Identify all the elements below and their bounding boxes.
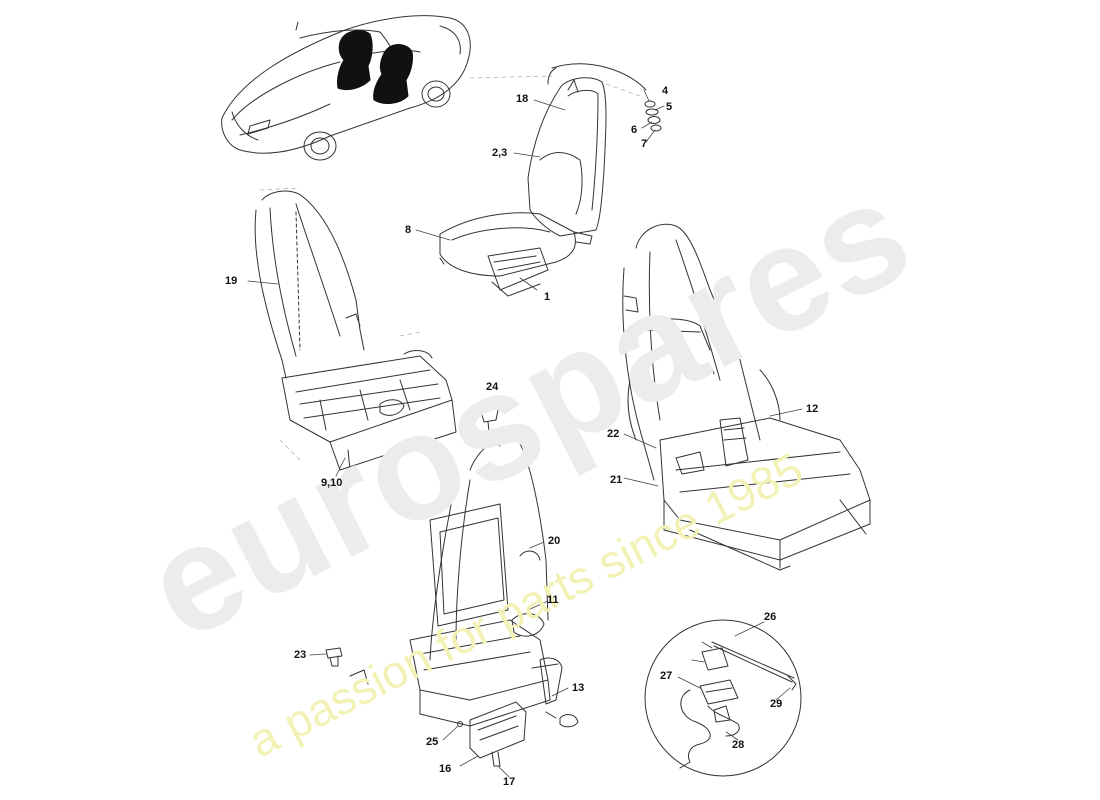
seat-highlight-right — [373, 44, 413, 104]
seat-highlight-left — [337, 30, 373, 91]
callout-11: 11 — [547, 594, 559, 606]
callout-27: 29 — [770, 698, 783, 710]
seat-frame-center — [349, 402, 563, 727]
connector-lines — [259, 75, 641, 461]
panel-14 — [457, 701, 527, 767]
callout-9-10: 9,10 — [321, 477, 343, 489]
callout-25: 27 — [660, 670, 673, 682]
callout-16: 18 — [516, 93, 529, 105]
callout-13: 13 — [572, 682, 585, 694]
callout-14: 16 — [439, 763, 452, 775]
leader-lines — [247, 89, 803, 778]
callout-1: 1 — [544, 291, 551, 303]
harness-detail — [644, 619, 802, 777]
fastener-stack — [644, 100, 662, 132]
callout-7: 7 — [641, 138, 648, 150]
callout-2-3: 2,3 — [492, 147, 508, 159]
car-overview — [221, 15, 471, 161]
callout-15: 17 — [503, 776, 516, 788]
callout-8: 8 — [405, 224, 412, 236]
callout-12: 12 — [806, 403, 819, 415]
callout-23: 25 — [426, 736, 439, 748]
buckle-13 — [545, 711, 579, 728]
callout-19: 21 — [610, 474, 623, 486]
callout-22: 24 — [486, 381, 499, 393]
bolt-21 — [325, 647, 343, 667]
seat-assembly — [439, 63, 647, 297]
callout-5: 5 — [666, 101, 673, 113]
callout-6: 6 — [631, 124, 638, 136]
callout-20: 22 — [607, 428, 620, 440]
callout-17: 19 — [225, 275, 238, 287]
callout-24: 26 — [764, 611, 777, 623]
seat-frame-right — [622, 223, 871, 571]
callout-26: 28 — [732, 739, 745, 751]
seat-frame-left — [254, 190, 457, 471]
callout-4: 4 — [662, 85, 669, 97]
callout-21: 23 — [294, 649, 307, 661]
callout-18: 20 — [548, 535, 561, 547]
